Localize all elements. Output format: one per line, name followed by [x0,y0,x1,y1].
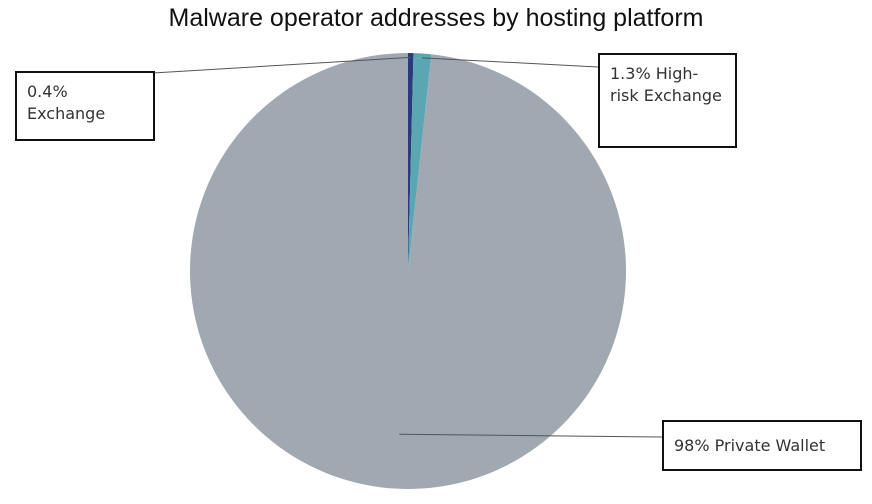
data-label-exchange: 0.4% Exchange [15,71,155,141]
leader-line [399,433,663,438]
data-label-high-risk-exchange: 1.3% High-risk Exchange [598,53,737,148]
pie-slice-private-wallet [189,53,627,489]
chart-title: Malware operator addresses by hosting pl… [168,4,704,32]
pie-slice-exchange [408,53,414,271]
leader-line [152,56,411,74]
leader-line [422,57,599,68]
pie-slice-high-risk-exchange [408,53,432,272]
data-label-private-wallet: 98% Private Wallet [662,420,862,471]
